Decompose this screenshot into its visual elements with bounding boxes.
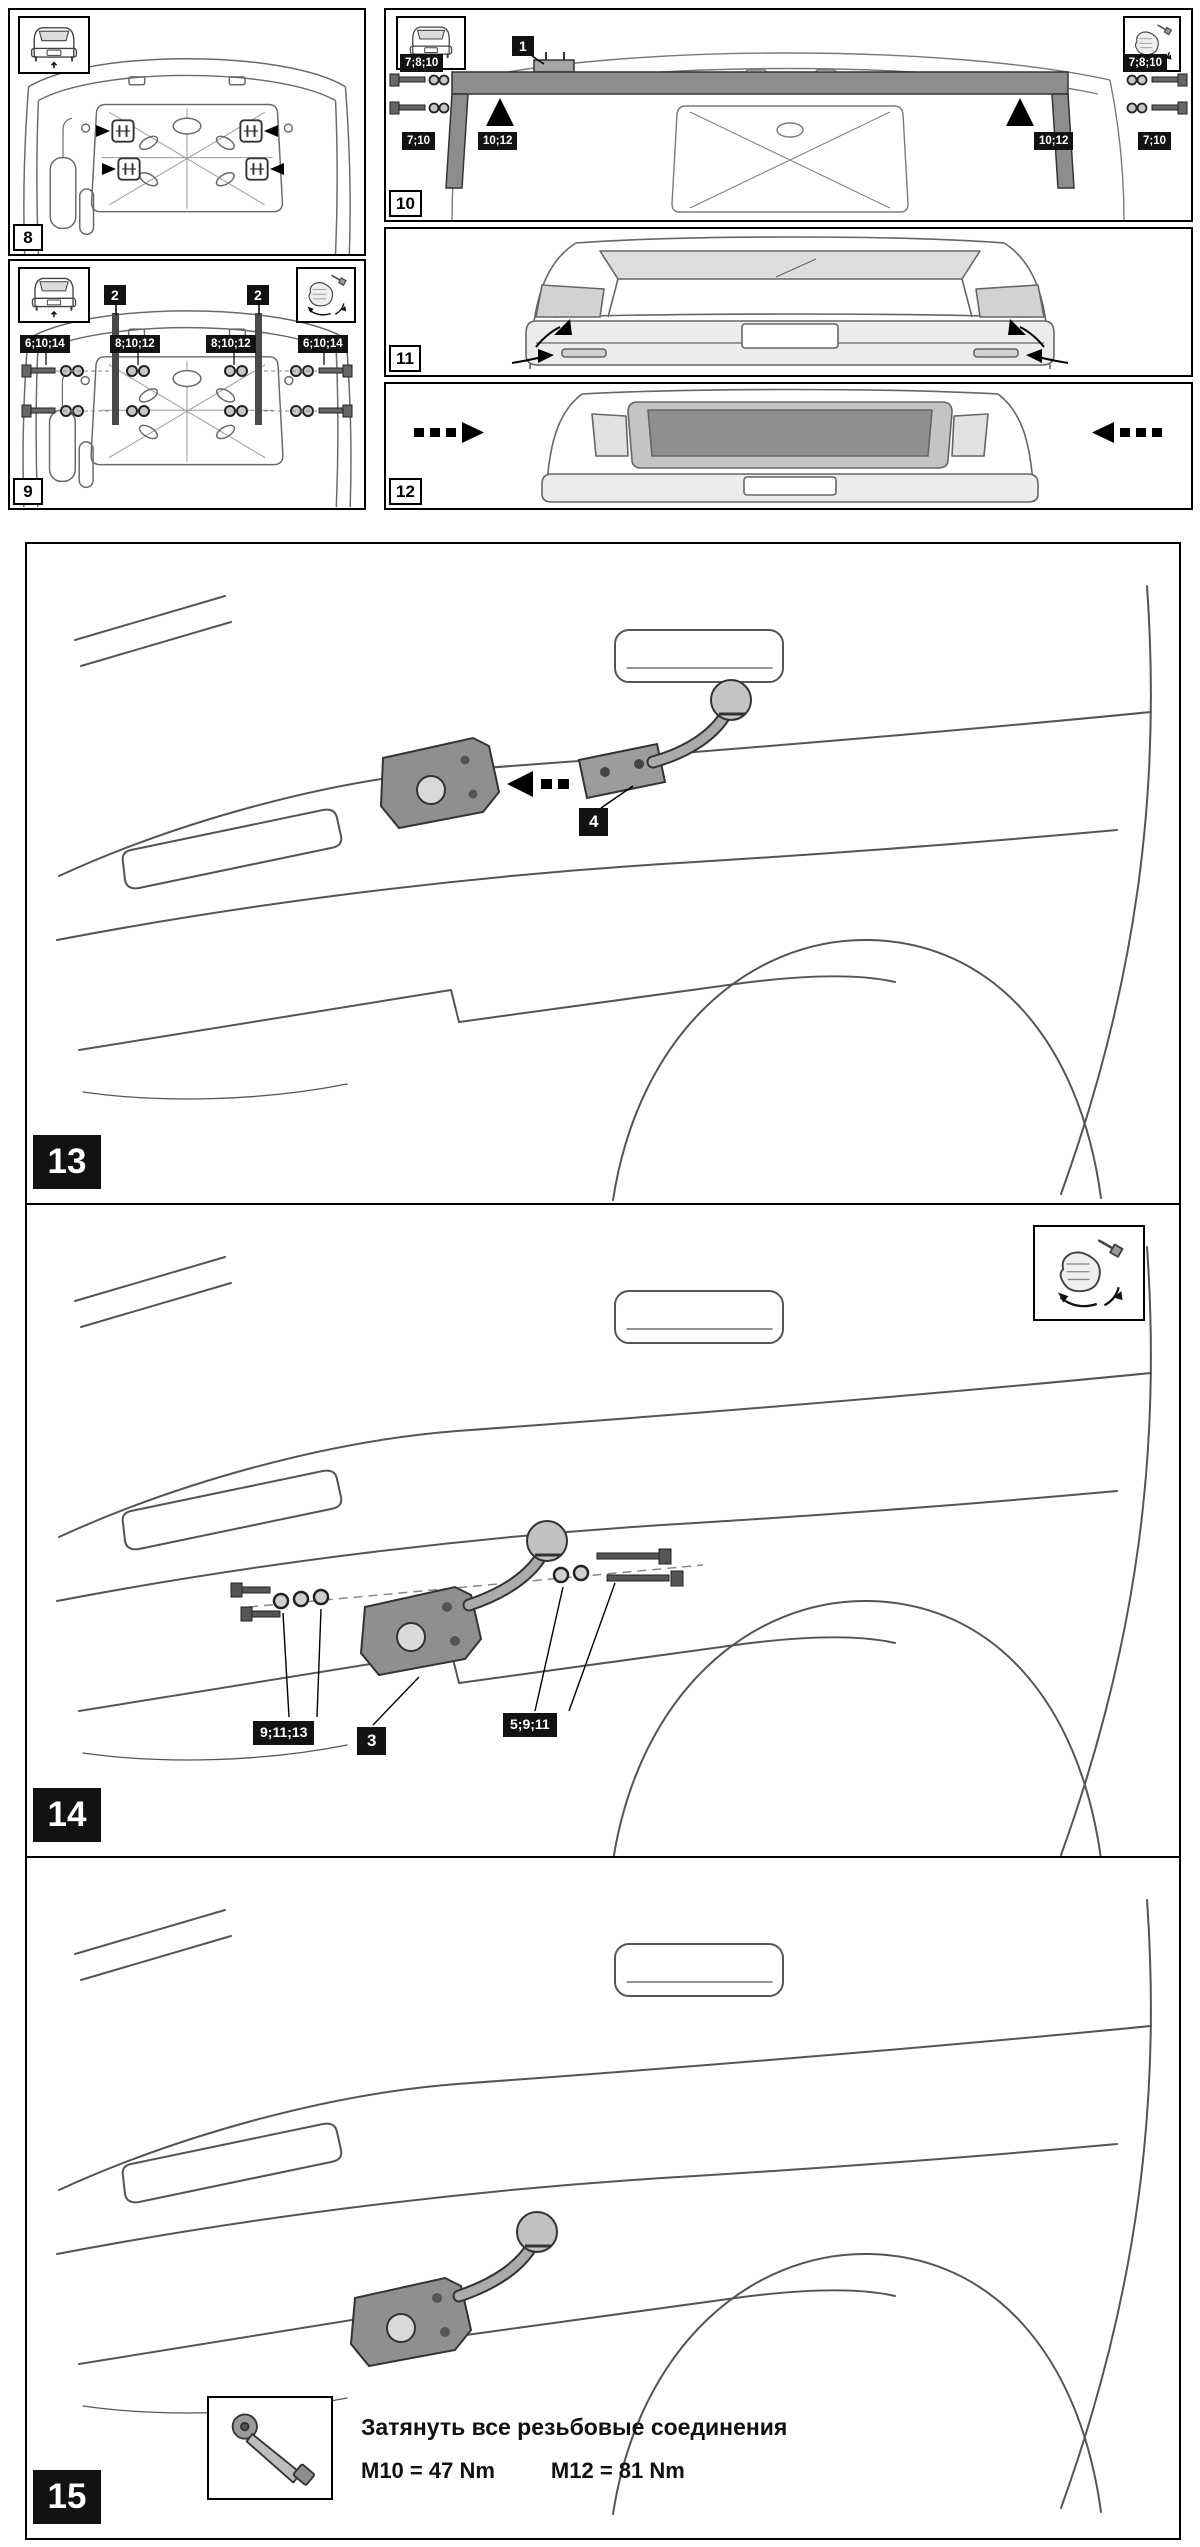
car-rear-inset <box>18 267 90 323</box>
step-14-number: 14 <box>33 1788 101 1842</box>
clip-icon <box>239 119 263 143</box>
step-11-drawing <box>511 236 1069 370</box>
car-rear-view <box>525 236 1055 370</box>
step-10-number: 10 <box>389 190 422 217</box>
torque-values: M10 = 47 Nm M12 = 81 Nm <box>361 2458 685 2484</box>
bumper-outline <box>56 585 1152 1201</box>
clip-arrow-icons <box>96 125 284 175</box>
bolt-icons-left <box>230 1582 281 1622</box>
bumper-outline <box>56 1246 1152 1856</box>
towbar-bracket <box>379 736 501 830</box>
car-open-hatch-view <box>541 388 1039 503</box>
bolt-icons <box>389 73 1188 115</box>
fastener-label-inner-left: 10;12 <box>478 132 518 151</box>
step-8-drawing <box>23 57 351 254</box>
torque-instruction-text: Затянуть все резьбовые соединения <box>361 2414 788 2440</box>
step-8-panel: 8 <box>8 8 366 256</box>
callout-pointer-lines <box>115 305 260 315</box>
torque-value-m10: M10 = 47 Nm <box>361 2458 495 2483</box>
clip-icon <box>111 119 135 143</box>
torque-wrench-box <box>207 2396 333 2500</box>
bolt-icons-right <box>596 1548 684 1587</box>
hand-screw-icon <box>1056 1239 1124 1308</box>
step-12-number: 12 <box>389 478 422 505</box>
bolt-icons <box>21 364 353 418</box>
washer-icons-left <box>272 1588 330 1610</box>
dashed-arrow-icons <box>414 422 1162 443</box>
label-pointer-lines <box>282 1582 616 1726</box>
part-callout-4: 4 <box>579 808 609 837</box>
step-13-drawing <box>56 585 1152 1201</box>
hand-screw-icon <box>306 274 347 316</box>
step-13-number: 13 <box>33 1135 101 1189</box>
fastener-label-right: 5;9;11 <box>503 1713 557 1737</box>
fastener-label-top-left: 7;8;10 <box>400 54 444 73</box>
up-arrow-icons <box>486 98 1034 126</box>
part-callout-1: 1 <box>512 36 534 57</box>
step-8-number: 8 <box>13 224 43 251</box>
step-14-panel: 9;11;13 3 5;9;11 14 <box>25 1203 1181 1858</box>
hand-tighten-inset <box>1033 1225 1145 1321</box>
step-10-drawing <box>389 52 1188 220</box>
fastener-label-inner-right: 10;12 <box>1034 132 1074 151</box>
crossmember-part-1 <box>445 52 1075 189</box>
step-12-panel: 12 <box>384 382 1193 510</box>
clip-icon <box>245 157 269 181</box>
callout-pointer-line <box>531 55 545 65</box>
step-12-drawing <box>414 388 1162 503</box>
step-10-panel: 1 7;8;10 7;8;10 7;10 10;12 10;12 7;10 10 <box>384 8 1193 222</box>
fastener-label-inner-left: 8;10;12 <box>110 335 160 354</box>
side-plates <box>112 313 262 425</box>
part-callout-2-left: 2 <box>104 285 126 306</box>
insert-arrow-icon <box>507 771 569 797</box>
towball-part <box>577 679 752 800</box>
fastener-label-outer-right: 6;10;14 <box>298 335 348 354</box>
step-15-number: 15 <box>33 2470 101 2524</box>
car-rear-icon <box>30 26 78 70</box>
part-callout-3: 3 <box>357 1727 387 1756</box>
fastener-label-top-right: 7;8;10 <box>1123 54 1167 73</box>
part-callout-2-right: 2 <box>247 285 269 306</box>
step-11-panel: 11 <box>384 227 1193 377</box>
fastener-label-bottom-right: 7;10 <box>1137 132 1171 151</box>
clip-icon <box>117 157 141 181</box>
fastener-label-bottom-left: 7;10 <box>402 132 436 151</box>
towbar-assembly <box>351 2212 557 2366</box>
step-13-panel: 4 13 <box>25 542 1181 1205</box>
towbar-assembly <box>361 1521 567 1675</box>
car-rear-inset <box>18 16 90 74</box>
step-9-drawing <box>21 305 353 508</box>
fastener-label-outer-left: 6;10;14 <box>20 335 70 354</box>
callout-pointer-line <box>600 785 634 809</box>
washer-icons <box>428 74 1148 114</box>
washer-icons-right <box>552 1564 590 1584</box>
step-14-drawing <box>56 1246 1152 1856</box>
torque-wrench-icon <box>231 2413 316 2487</box>
fastener-label-left: 9;11;13 <box>253 1721 315 1745</box>
torque-value-m12: M12 = 81 Nm <box>550 2458 685 2483</box>
step-11-number: 11 <box>389 345 421 372</box>
step-9-panel: 2 2 6;10;14 8;10;12 8;10;12 6;10;14 9 <box>8 259 366 510</box>
fastener-label-inner-right: 8;10;12 <box>206 335 256 354</box>
label-pointer-lines <box>45 353 325 365</box>
car-rear-icon <box>31 277 77 319</box>
hand-tighten-inset <box>296 267 356 323</box>
release-arrow-icons <box>511 319 1069 364</box>
step-15-panel: Затянуть все резьбовые соединения M10 = … <box>25 1856 1181 2540</box>
step-9-number: 9 <box>13 478 43 505</box>
